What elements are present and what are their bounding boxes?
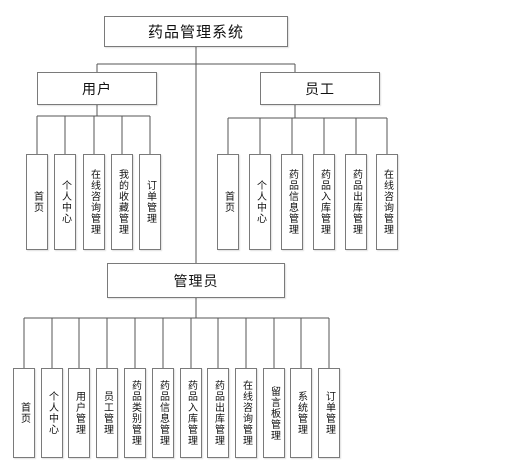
admin-leaf-label: 用户管理 — [73, 391, 85, 435]
staff-node-label: 员工 — [305, 81, 335, 98]
user-leaf: 首页 — [26, 154, 48, 250]
admin-leaf: 用户管理 — [68, 368, 90, 458]
staff-leaf: 首页 — [217, 154, 239, 250]
admin-leaf: 留言板管理 — [263, 368, 285, 458]
admin-node-label: 管理员 — [173, 273, 219, 290]
user-node-label: 用户 — [82, 81, 112, 98]
staff-leaf: 药品出库管理 — [345, 154, 367, 250]
admin-leaf: 药品类别管理 — [124, 368, 146, 458]
admin-leaf: 员工管理 — [96, 368, 118, 458]
admin-leaf: 在线咨询管理 — [235, 368, 257, 458]
staff-node: 员工 — [260, 72, 380, 105]
staff-leaf: 药品信息管理 — [281, 154, 303, 250]
user-leaf-label: 订单管理 — [144, 180, 156, 224]
admin-leaf-label: 药品类别管理 — [129, 380, 141, 446]
admin-leaf-label: 首页 — [18, 402, 30, 424]
admin-leaf-label: 药品出库管理 — [212, 380, 224, 446]
root-node-label: 药品管理系统 — [147, 23, 244, 41]
user-leaf-label: 在线咨询管理 — [88, 169, 100, 235]
admin-leaf: 个人中心 — [41, 368, 63, 458]
user-leaf: 我的收藏管理 — [111, 154, 133, 250]
admin-leaf-label: 系统管理 — [295, 391, 307, 435]
admin-leaf-label: 药品信息管理 — [157, 380, 169, 446]
admin-leaf: 订单管理 — [318, 368, 340, 458]
staff-leaf: 药品入库管理 — [313, 154, 335, 250]
user-leaf: 订单管理 — [139, 154, 161, 250]
staff-leaf-label: 药品入库管理 — [318, 169, 330, 235]
staff-leaf: 个人中心 — [249, 154, 271, 250]
admin-leaf-label: 留言板管理 — [268, 385, 280, 441]
user-leaf-label: 首页 — [31, 191, 43, 213]
staff-leaf-label: 首页 — [222, 191, 234, 213]
root-node: 药品管理系统 — [104, 16, 288, 47]
user-leaf-label: 个人中心 — [59, 180, 71, 224]
admin-leaf: 药品入库管理 — [180, 368, 202, 458]
user-leaf-label: 我的收藏管理 — [116, 169, 128, 235]
staff-leaf: 在线咨询管理 — [376, 154, 398, 250]
admin-leaf: 药品出库管理 — [207, 368, 229, 458]
admin-node: 管理员 — [107, 263, 285, 298]
staff-leaf-label: 药品信息管理 — [286, 169, 298, 235]
staff-leaf-label: 个人中心 — [254, 180, 266, 224]
staff-leaf-label: 在线咨询管理 — [381, 169, 393, 235]
admin-leaf-label: 药品入库管理 — [185, 380, 197, 446]
admin-leaf: 药品信息管理 — [152, 368, 174, 458]
admin-leaf: 首页 — [13, 368, 35, 458]
admin-leaf-label: 个人中心 — [46, 391, 58, 435]
staff-leaf-label: 药品出库管理 — [350, 169, 362, 235]
admin-leaf-label: 员工管理 — [101, 391, 113, 435]
user-leaf: 个人中心 — [54, 154, 76, 250]
admin-leaf-label: 订单管理 — [323, 391, 335, 435]
user-leaf: 在线咨询管理 — [83, 154, 105, 250]
user-node: 用户 — [37, 72, 157, 105]
admin-leaf: 系统管理 — [290, 368, 312, 458]
admin-leaf-label: 在线咨询管理 — [240, 380, 252, 446]
